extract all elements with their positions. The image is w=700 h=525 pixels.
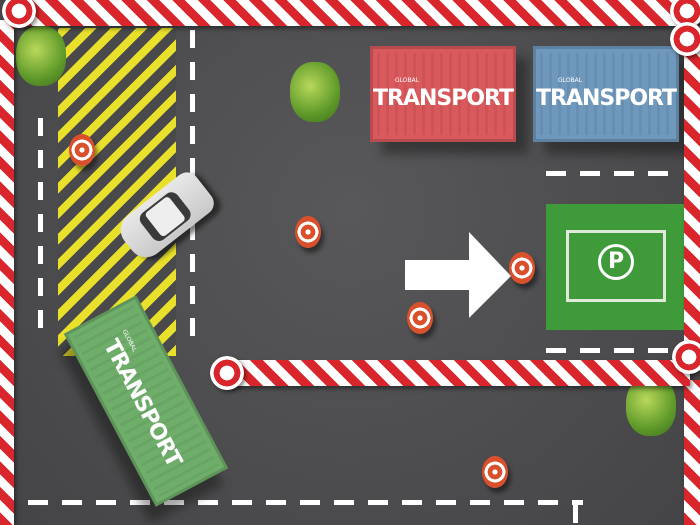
tree-icon <box>626 376 676 436</box>
traffic-cone <box>482 456 508 488</box>
barrier-post <box>670 22 700 56</box>
container-label: TRANSPORT <box>536 86 677 111</box>
barrier-right-lower <box>684 380 700 525</box>
traffic-cone <box>407 302 433 334</box>
lane-line <box>28 500 583 505</box>
tree-icon <box>290 62 340 122</box>
barrier-middle <box>225 360 690 386</box>
lane-line <box>38 118 43 333</box>
barrier-top <box>20 0 685 26</box>
arrow-right-icon <box>405 232 511 318</box>
parking-symbol: P <box>598 244 634 280</box>
lane-line <box>573 505 578 525</box>
barrier-right <box>684 40 700 360</box>
parking-line <box>546 171 681 176</box>
container-blue: GLOBAL TRANSPORT <box>533 46 679 142</box>
tree-icon <box>16 26 66 86</box>
traffic-cone <box>69 134 95 166</box>
barrier-post <box>672 340 700 374</box>
container-label: TRANSPORT <box>373 86 514 111</box>
parking-line <box>546 348 681 353</box>
container-brand: GLOBAL <box>558 77 583 84</box>
barrier-post <box>210 356 244 390</box>
barrier-left <box>0 20 14 525</box>
traffic-cone <box>295 216 321 248</box>
parking-spot: P <box>546 204 686 330</box>
barrier-post <box>2 0 36 28</box>
traffic-cone <box>509 252 535 284</box>
container-red: GLOBAL TRANSPORT <box>370 46 516 142</box>
container-brand: GLOBAL <box>395 77 420 84</box>
